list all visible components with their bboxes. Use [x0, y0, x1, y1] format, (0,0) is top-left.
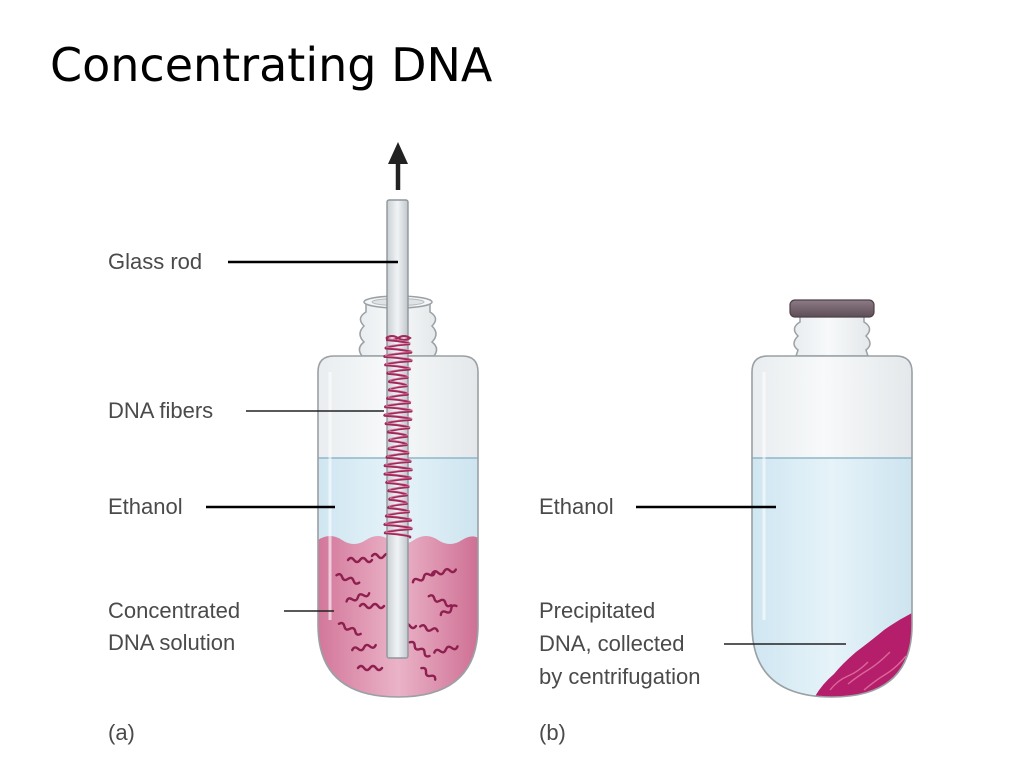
panel-a: Glass rod DNA fibers Ethanol Concentrate… — [108, 142, 479, 745]
dna-pellet — [814, 612, 912, 697]
slide-title: Concentrating DNA — [50, 38, 493, 92]
label-dna-fibers: DNA fibers — [108, 398, 213, 423]
dna-fiber-highlight — [385, 338, 413, 537]
label-precipitate-line3: by centrifugation — [539, 664, 700, 689]
label-glass-rod: Glass rod — [108, 249, 202, 274]
dna-fiber-strand — [383, 338, 413, 539]
caption-b: (b) — [539, 720, 566, 745]
caption-a: (a) — [108, 720, 135, 745]
label-solution-line1: Concentrated — [108, 598, 240, 623]
dna-fibers — [383, 338, 413, 539]
label-solution-line2: DNA solution — [108, 630, 235, 655]
label-ethanol-a: Ethanol — [108, 494, 183, 519]
label-precipitate-line1: Precipitated — [539, 598, 655, 623]
label-ethanol-b: Ethanol — [539, 494, 614, 519]
bottle-b-neck — [793, 313, 871, 357]
panel-b: Ethanol Precipitated DNA, collected by c… — [539, 299, 913, 745]
label-precipitate-line2: DNA, collected — [539, 631, 685, 656]
bottle-b-cap — [789, 299, 875, 318]
pull-up-arrow — [388, 142, 408, 190]
dna-molecules — [335, 552, 459, 681]
